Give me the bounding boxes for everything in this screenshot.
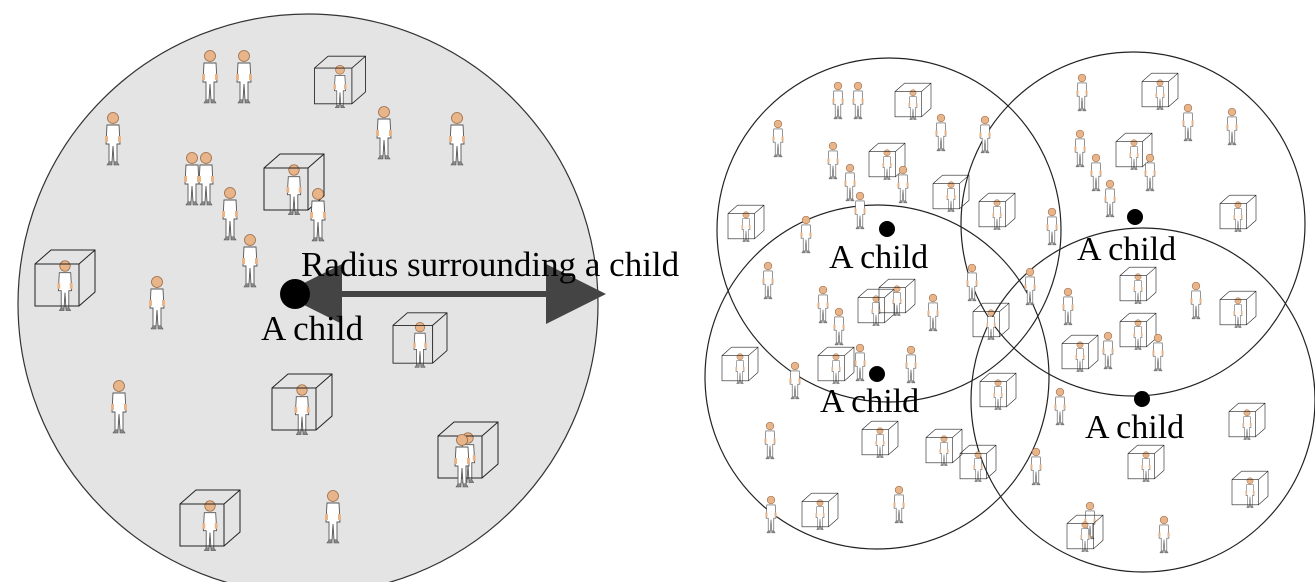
person-icon [854,343,866,382]
boxed-person-icon [728,205,764,241]
person-icon [832,81,844,120]
person-icon [827,141,839,180]
boxed-person-icon [1120,313,1156,349]
boxed-person-icon [1220,195,1256,231]
person-icon [833,307,845,346]
person-icon [1062,287,1074,326]
person-icon [772,119,784,158]
person-icon [1054,387,1066,426]
radius-label: Radius surrounding a child [301,245,680,284]
boxed-person-icon [869,143,905,179]
person-icon [1074,129,1086,168]
boxed-person-icon [1128,445,1164,481]
person-icon [979,115,991,154]
person-icon [1152,333,1164,372]
person-icon [1190,281,1202,320]
person-icon [935,113,947,152]
child-label-bottom-left: A child [820,383,919,420]
person-icon [1102,331,1114,370]
boxed-person-icon [960,445,996,481]
person-icon [1226,107,1238,146]
person-icon [1182,103,1194,142]
person-icon [905,345,917,384]
right-child-dots [869,209,1150,407]
boxed-person-icon [980,373,1016,409]
person-icon [927,293,939,332]
person-icon [765,495,777,534]
person-icon [844,163,856,202]
left-child-label: A child [261,309,364,348]
person-icon [893,485,905,524]
boxed-person-icon [973,303,1009,339]
person-icon [1090,153,1102,192]
person-icon [1158,515,1170,554]
person-icon [1104,179,1116,218]
boxed-person-icon [722,347,758,383]
person-icon [854,191,866,230]
person-icon [1144,153,1156,192]
child-dot-icon [1134,391,1150,407]
person-icon [897,165,909,204]
child-dot-icon [879,221,895,237]
person-icon [1046,207,1058,246]
child-dot-icon [869,366,885,382]
child-dot-icon [280,279,310,309]
person-icon [764,421,776,460]
right-circles-group [704,51,1315,573]
person-icon [1076,73,1088,112]
boxed-person-icon [895,83,931,119]
person-icon [789,361,801,400]
boxed-person-icon [1229,403,1265,439]
child-dot-icon [1127,209,1143,225]
child-label-bottom-right: A child [1085,409,1184,446]
person-icon [1030,447,1042,486]
boxed-person-icon [818,347,854,383]
boxed-person-icon [926,429,962,465]
boxed-person-icon [862,421,898,457]
bottom-left-circle [704,204,1050,550]
person-icon [817,285,829,324]
top-left-circle [716,57,1062,403]
child-label-top-right: A child [1077,231,1176,268]
boxed-person-icon [1220,291,1256,327]
person-icon [852,81,864,120]
boxed-person-icon [1232,471,1268,507]
boxed-person-icon [802,493,838,529]
boxed-person-icon [858,289,894,325]
person-icon [762,261,774,300]
boxed-person-icon [1120,267,1156,303]
boxed-person-icon [1062,335,1098,371]
top-right-circle [960,51,1306,397]
bottom-right-circle [970,227,1315,573]
child-label-top-left: A child [829,239,928,276]
boxed-person-icon [979,193,1015,229]
boxed-person-icon [1142,73,1178,109]
